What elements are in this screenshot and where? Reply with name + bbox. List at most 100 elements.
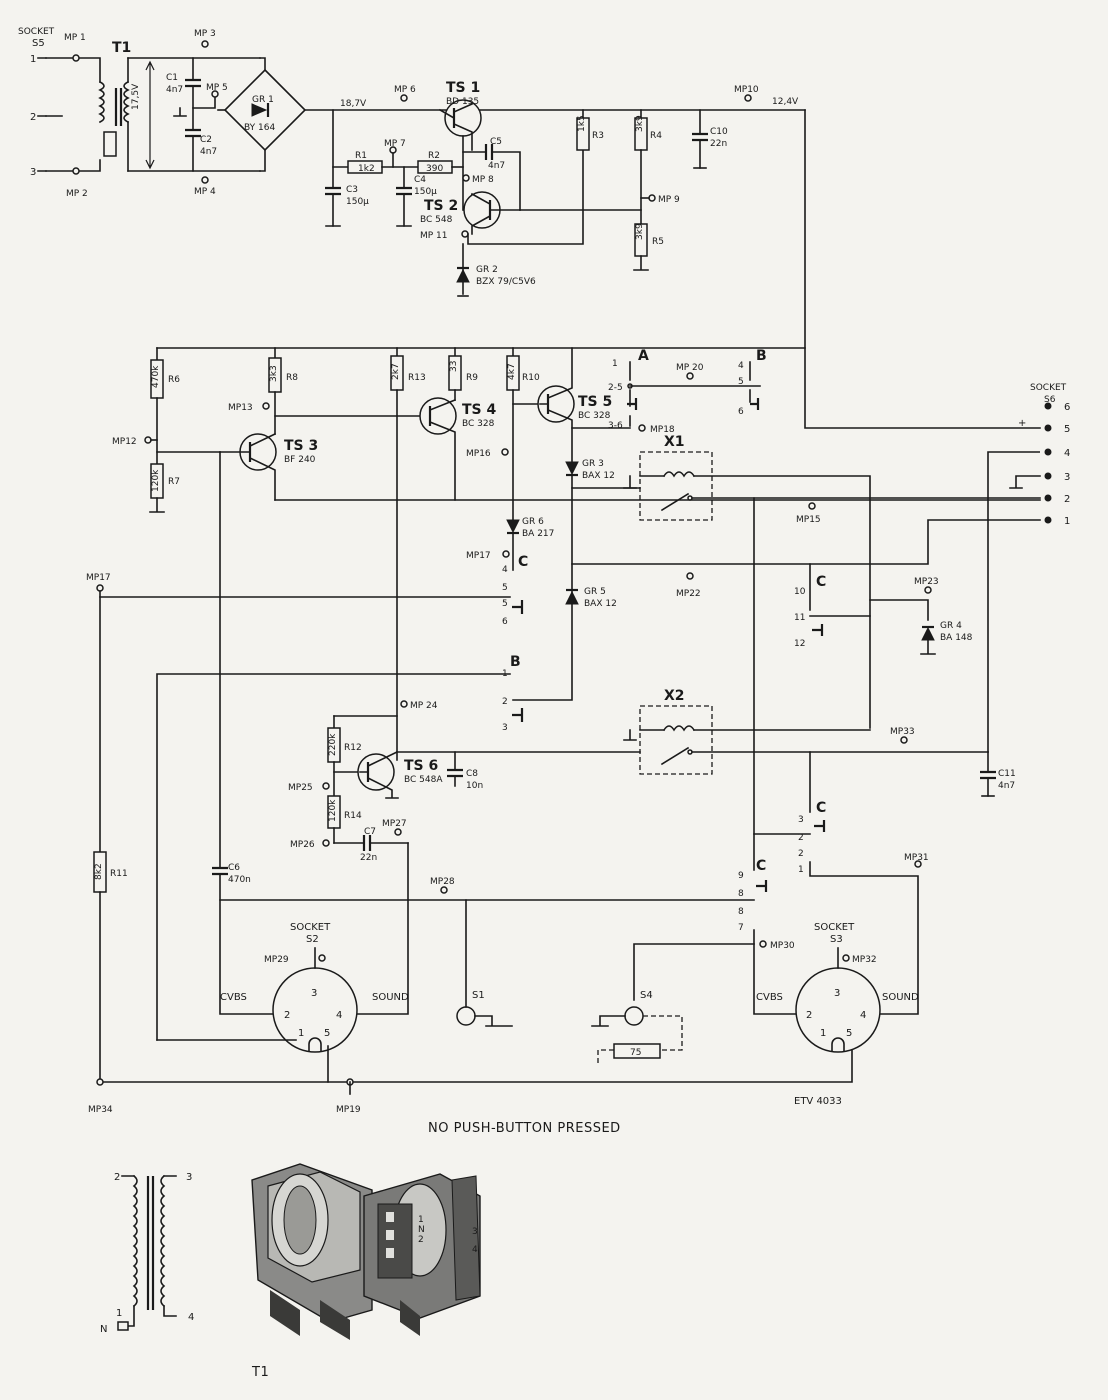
c1-name: C1 (166, 73, 178, 83)
ts6-name: TS 6 (404, 758, 438, 774)
switch-a-pin-36: 3-6 (608, 421, 623, 431)
switch-c-low-pin-1: 1 (798, 865, 804, 875)
r2-name: R2 (428, 151, 440, 161)
s3-pin-5: 5 (846, 1028, 852, 1039)
mp3-label: MP 3 (194, 29, 216, 39)
photo-pin-1: 1 (418, 1215, 424, 1225)
ts5-type: BC 328 (578, 411, 611, 421)
photo-pin-2: 2 (418, 1235, 424, 1245)
switch-c-right-pin-11: 11 (794, 613, 805, 623)
r6-name: R6 (168, 375, 180, 385)
r2-value: 390 (426, 164, 443, 174)
switch-c-mid-pin-6: 6 (502, 617, 508, 627)
switch-c-low-pin-2b: 2 (798, 849, 804, 859)
c6-name: C6 (228, 863, 240, 873)
s3-pin-2: 2 (806, 1010, 812, 1021)
s4-label: S4 (640, 990, 653, 1001)
switch-c-right-pin-12: 12 (794, 639, 805, 649)
s3-cvbs: CVBS (756, 992, 783, 1003)
r9-value: 33 (449, 361, 459, 372)
s6-pin-4: 4 (1064, 448, 1070, 459)
gr6-name: GR 6 (522, 517, 544, 527)
mp19-label: MP19 (336, 1105, 361, 1115)
t1-voltage: 17,5V (131, 83, 141, 110)
mp27-label: MP27 (382, 819, 407, 829)
r10-name: R10 (522, 373, 540, 383)
r13-value: 2k7 (391, 363, 401, 380)
c2-name: C2 (200, 135, 212, 145)
r7-name: R7 (168, 477, 180, 487)
r1-value: 1k2 (358, 164, 375, 174)
mp1-label: MP 1 (64, 33, 86, 43)
lower-section: MP17 8k2 R11 MP34 MP19 B 1 2 3 MP 24 220… (86, 451, 1016, 1136)
drawing-ref: ETV 4033 (794, 1096, 842, 1107)
ts2-type: BC 548 (420, 215, 453, 225)
gr3-type: BAX 12 (582, 471, 615, 481)
c8-name: C8 (466, 769, 478, 779)
r11-value: 8k2 (94, 863, 104, 880)
ts4-name: TS 4 (462, 402, 497, 418)
switch-a-pin-1: 1 (612, 359, 618, 369)
c3-name: C3 (346, 185, 358, 195)
s5-name: S5 (32, 38, 45, 49)
caption: NO PUSH-BUTTON PRESSED (428, 1121, 621, 1136)
ts6-type: BC 548A (404, 775, 443, 785)
c3-value: 150µ (346, 197, 369, 207)
gr4-name: GR 4 (940, 621, 962, 631)
gr1-name: GR 1 (252, 95, 274, 105)
r4-name: R4 (650, 131, 662, 141)
gr5-name: GR 5 (584, 587, 606, 597)
mp7-label: MP 7 (384, 139, 406, 149)
r3-value: 1k5 (577, 115, 587, 132)
r13-name: R13 (408, 373, 426, 383)
ts4-type: BC 328 (462, 419, 495, 429)
switch-c-bot-pin-9: 9 (738, 871, 744, 881)
rail-12v4: 12,4V (772, 97, 799, 107)
mp20-label: MP18 (650, 425, 675, 435)
mp18-label: MP17 (86, 573, 111, 583)
mp6-label: MP 6 (394, 85, 416, 95)
c2-value: 4n7 (200, 147, 217, 157)
switch-c-mid-pin-5b: 5 (502, 599, 508, 609)
gr5-type: BAX 12 (584, 599, 617, 609)
switch-b-pin-4: 4 (738, 361, 744, 371)
r12-value: 220k (328, 733, 338, 756)
s2-sound: SOUND (372, 992, 409, 1003)
mp5-label: MP 5 (206, 83, 228, 93)
gr3-name: GR 3 (582, 459, 604, 469)
mp22-label: MP22 (676, 589, 701, 599)
ts2-name: TS 2 (424, 198, 458, 214)
photo-pin-4: 4 (472, 1245, 478, 1255)
c1-value: 4n7 (166, 85, 183, 95)
s6-pin-5: 5 (1064, 424, 1070, 435)
s3-name: S3 (830, 934, 843, 945)
r75-value: 75 (630, 1048, 641, 1058)
mp4-label: MP 4 (194, 187, 216, 197)
t1-detail: 2 3 1 4 N T1 (100, 1172, 269, 1380)
s6-pin-2: 2 (1064, 494, 1070, 505)
switch-b-pin-6: 6 (738, 407, 744, 417)
mp31-label: MP31 (904, 853, 929, 863)
ts3-name: TS 3 (284, 438, 318, 454)
s3-pin-4: 4 (860, 1010, 866, 1021)
c5-value: 4n7 (488, 161, 505, 171)
t1-detail-pin-3: 3 (186, 1172, 192, 1183)
switch-c-mid-pin-4: 4 (502, 565, 508, 575)
t1-photo: 1 N 2 3 4 (251, 1163, 481, 1340)
mp29-label: MP29 (264, 955, 289, 965)
switch-b-label-mid: B (510, 654, 521, 670)
mp21-label: MP 20 (676, 363, 704, 373)
r14-value: 120k (328, 799, 338, 822)
c10-name: C10 (710, 127, 728, 137)
r8-value: 3k3 (269, 365, 279, 382)
mp16-label: MP16 (466, 449, 491, 459)
c10-value: 22n (710, 139, 727, 149)
s6-plus: + (1018, 418, 1026, 429)
r8-name: R8 (286, 373, 298, 383)
switch-b-pin-5: 5 (738, 377, 744, 387)
ts1-name: TS 1 (446, 80, 480, 96)
mp24-label: MP 24 (410, 701, 438, 711)
s2-pin-1: 1 (298, 1028, 304, 1039)
switch-b-mid-pin-2: 2 (502, 697, 508, 707)
switch-c-bot-pin-8a: 8 (738, 889, 744, 899)
